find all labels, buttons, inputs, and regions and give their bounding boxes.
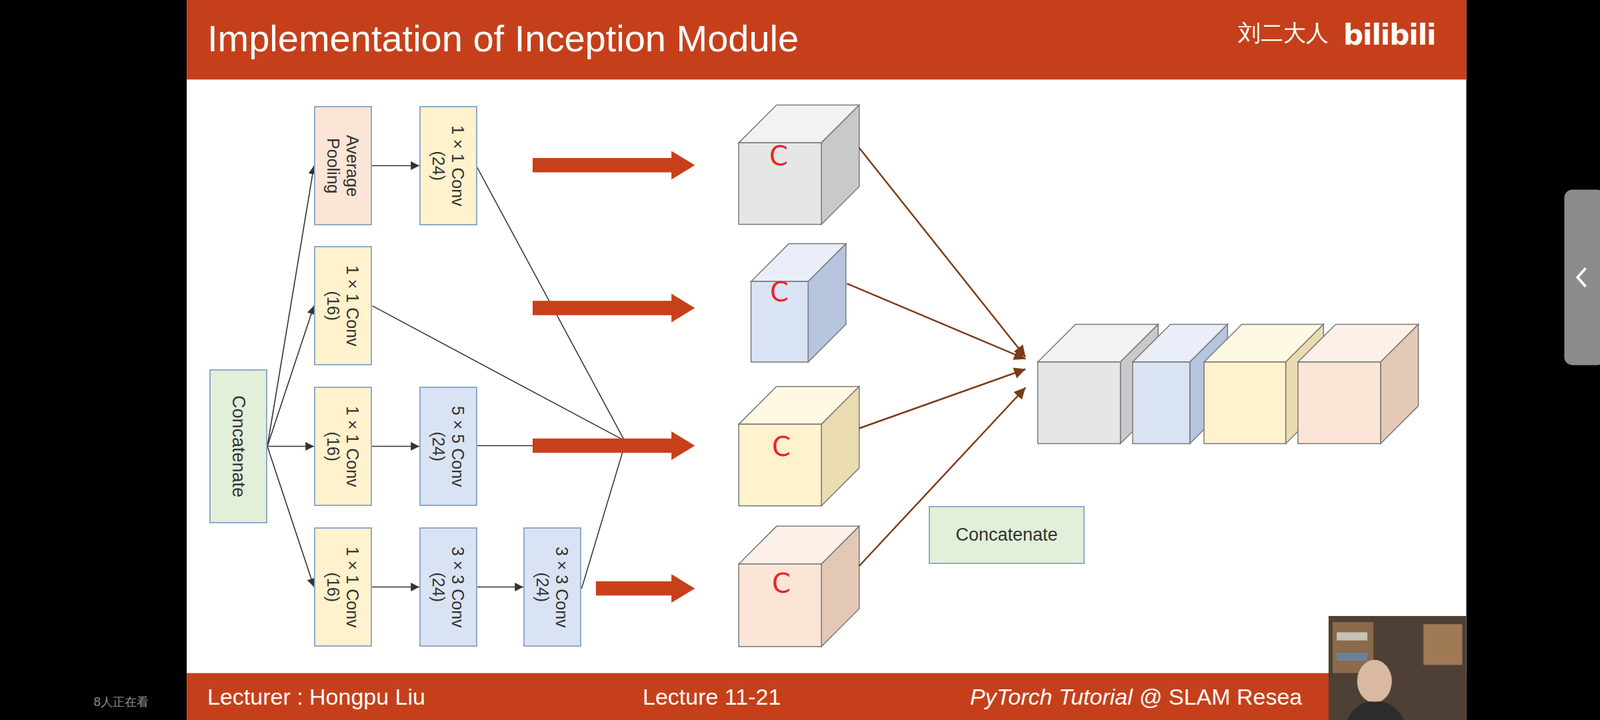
box-label: Average Pooling [324, 112, 363, 219]
flow-arrow [372, 165, 420, 167]
lecture-number: Lecture 11-21 [642, 684, 781, 710]
handwritten-note: C [770, 276, 789, 308]
box-label: 1 × 1 Conv (16) [324, 393, 363, 500]
group-name: @ SLAM Resea [1139, 684, 1302, 710]
channel-name-holder: 刘二大人 [1238, 18, 1329, 49]
webcam-view [1328, 616, 1467, 720]
conv-box: 1 × 1 Conv (16) [314, 386, 372, 506]
box-label: 1 × 1 Conv (16) [324, 252, 363, 359]
box-label: 5 × 5 Conv (24) [429, 393, 468, 500]
brown-arrows [846, 148, 1026, 566]
conv-box: 5 × 5 Conv (24) [419, 386, 478, 506]
handwritten-note: C [772, 431, 791, 462]
box-label: 3 × 3 Conv (24) [533, 534, 572, 640]
title-holder: Implementation of Inception Module [207, 16, 799, 60]
handwritten-note-holder: C [769, 140, 788, 172]
flow-arrow [477, 586, 524, 588]
site-logo: bilibili [1343, 18, 1436, 52]
footer-bar [186, 673, 1466, 720]
branch-merge-lines [372, 166, 625, 588]
slide-title: Implementation of Inception Module [207, 17, 799, 60]
conv-box: 1 × 1 Conv (24) [419, 106, 478, 226]
box-label: Concatenate [955, 524, 1058, 546]
branch-cubes [738, 105, 860, 647]
handwritten-note: C [769, 140, 788, 172]
handwritten-note: C [772, 568, 791, 599]
conv-box: Average Pooling [314, 106, 372, 226]
conv-box: Concatenate [209, 369, 268, 524]
lecturer-name: Lecturer : Hongpu Liu [207, 684, 426, 710]
flow-arrow [267, 306, 314, 447]
lecturer-name-holder: Lecturer : Hongpu Liu [207, 684, 426, 710]
side-tab [1564, 190, 1600, 366]
viewer-count-holder: 8人正在看 [93, 694, 149, 710]
channel-name: 刘二大人 [1238, 19, 1329, 46]
concat-box: Concatenate [928, 506, 1085, 564]
flow-arrow [372, 446, 420, 448]
conv-box: 3 × 3 Conv (24) [523, 527, 582, 647]
handwritten-note-holder: C [772, 568, 791, 599]
conv-box: 1 × 1 Conv (16) [314, 527, 372, 647]
box-label: 1 × 1 Conv (16) [324, 534, 363, 640]
flow-arrow [267, 166, 314, 447]
group-name-holder: @ SLAM Resea [1139, 684, 1302, 710]
conv-box: 3 × 3 Conv (24) [419, 527, 478, 647]
course-name-holder: PyTorch Tutorial [970, 684, 1133, 710]
slide-background [186, 0, 1466, 720]
box-label: 1 × 1 Conv (24) [429, 112, 468, 219]
flow-arrow [267, 446, 314, 588]
course-name: PyTorch Tutorial [970, 684, 1133, 710]
output-cubes [1038, 324, 1419, 444]
site-logo-holder: bilibili [1343, 18, 1436, 52]
lecture-number-holder: Lecture 11-21 [642, 684, 781, 710]
flow-arrow [372, 586, 420, 588]
flow-arrow [267, 446, 314, 448]
conv-box: 1 × 1 Conv (16) [314, 246, 372, 366]
handwritten-note-holder: C [770, 276, 789, 308]
box-label: 3 × 3 Conv (24) [429, 534, 468, 640]
header-bar [186, 0, 1466, 80]
viewer-count: 8人正在看 [93, 694, 149, 709]
handwritten-note-holder: C [772, 431, 791, 462]
box-label: Concatenate [228, 376, 249, 517]
